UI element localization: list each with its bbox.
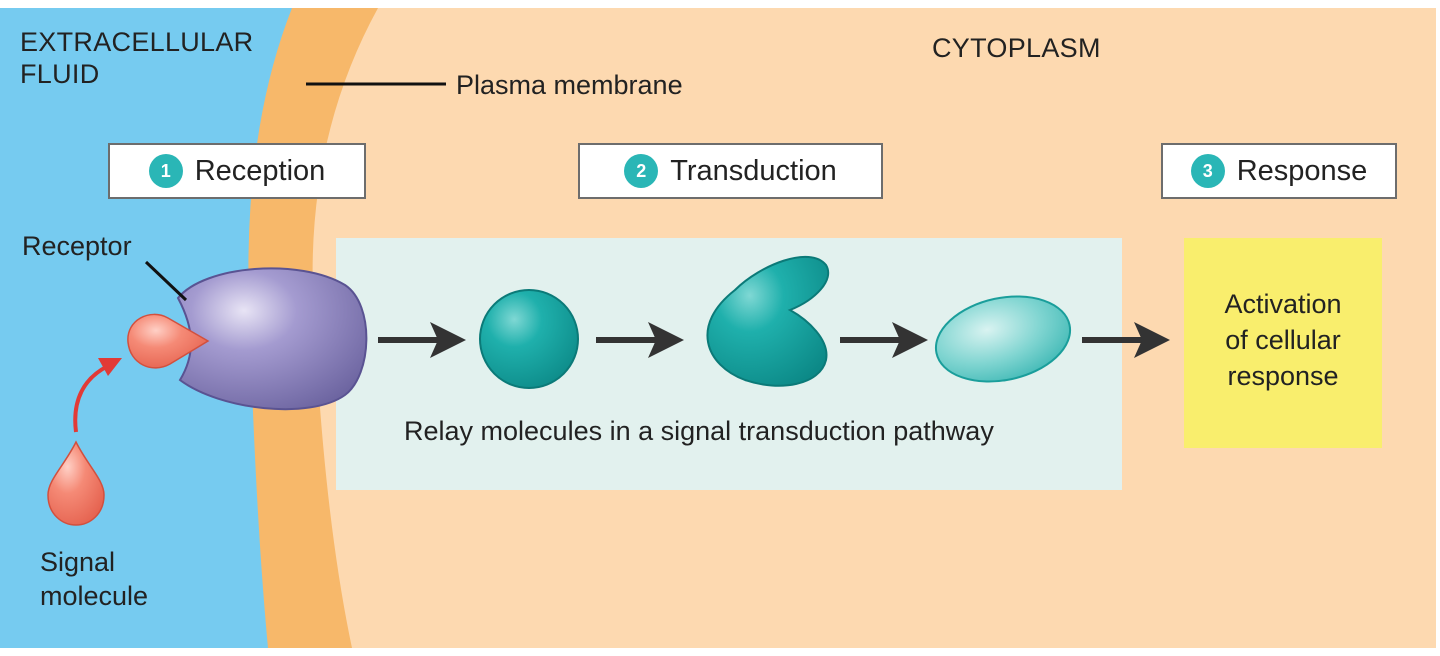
signal-binding-arrowhead [98, 358, 122, 376]
pathway-arrow-4 [1082, 322, 1170, 358]
signal-label-line2: molecule [40, 581, 149, 611]
plasma-membrane-label: Plasma membrane [456, 70, 683, 100]
extracellular-label-line2: FLUID [20, 59, 100, 89]
response-line3: response [1227, 361, 1339, 391]
relay-molecule-ellipse [934, 295, 1072, 383]
stage-number-badge: 3 [1190, 154, 1225, 188]
relay-molecule-kidney [706, 255, 829, 387]
stage-transduction-box: 2 Transduction [578, 143, 883, 199]
signal-label-line1: Signal [40, 547, 116, 577]
signal-binding-arrow [73, 364, 109, 433]
receptor-pointer-line [144, 260, 188, 302]
relay-molecules-caption: Relay molecules in a signal transduction… [404, 416, 994, 446]
stage-reception-box: 1 Reception [108, 143, 366, 199]
signal-molecule-label: Signal molecule [40, 545, 148, 613]
stage-response-box: 3 Response [1161, 143, 1397, 199]
stage-label: Response [1236, 154, 1368, 187]
pathway-arrow-1 [378, 322, 466, 358]
response-line2: of cellular [1225, 325, 1341, 355]
stage-label: Reception [194, 154, 326, 187]
receptor-label: Receptor [22, 231, 132, 261]
extracellular-fluid-label: EXTRACELLULAR FLUID [20, 26, 253, 90]
stage-number-badge: 2 [624, 154, 659, 188]
receptor-shape [176, 267, 368, 411]
free-signal-molecule [47, 440, 105, 526]
response-text: Activation of cellular response [1186, 286, 1380, 394]
bound-signal-molecule [127, 313, 210, 369]
pathway-arrow-2 [596, 322, 684, 358]
response-panel [1184, 238, 1382, 448]
stage-label: Transduction [670, 154, 837, 187]
response-line1: Activation [1224, 289, 1342, 319]
cytoplasm-label: CYTOPLASM [932, 33, 1101, 63]
extracellular-label-line1: EXTRACELLULAR [20, 27, 254, 57]
relay-molecule-sphere [479, 289, 579, 389]
pathway-arrow-3 [840, 322, 928, 358]
stage-number-badge: 1 [148, 154, 183, 188]
